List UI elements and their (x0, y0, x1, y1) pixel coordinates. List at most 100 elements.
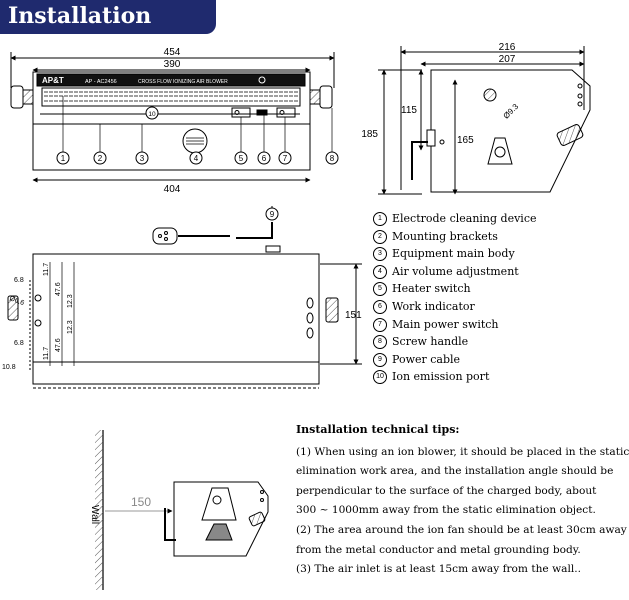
legend-item: 1 Electrode cleaning device (373, 212, 598, 230)
svg-text:5: 5 (239, 154, 244, 163)
side-view: 216 207 185 115 165 Ø9.3 (361, 42, 591, 195)
dim-hole-label: Ø9.3 (502, 102, 521, 121)
svg-text:9: 9 (270, 210, 275, 219)
tip-line: perpendicular to the surface of the char… (296, 484, 597, 497)
dim-6-8-top: 6.8 (14, 277, 24, 284)
legend-number: 5 (373, 282, 387, 297)
screw-handle-right-icon (319, 85, 333, 109)
legend-number: 1 (373, 212, 387, 226)
dim-454-label: 454 (164, 47, 181, 58)
dim-404-label: 404 (164, 184, 181, 195)
legend-item: 8 Screw handle (373, 335, 598, 353)
callout-2: 2 (93, 151, 107, 165)
ion-emission-grill (41, 87, 301, 107)
callout-10: 10 (145, 106, 159, 120)
svg-text:3: 3 (140, 154, 145, 163)
top-view: 9 151 (7, 206, 362, 389)
legend-label: Heater switch (392, 282, 471, 296)
callout-9: 9 (265, 207, 279, 221)
tip-line: (3) The air inlet is at least 15cm away … (296, 563, 581, 576)
work-indicator-icon (256, 109, 268, 116)
svg-text:8: 8 (330, 154, 335, 163)
legend-number: 9 (373, 352, 387, 367)
dim-207-label: 207 (499, 54, 516, 65)
legend-item: 7 Main power switch (373, 317, 598, 336)
legend-label: Main power switch (392, 317, 499, 331)
callout-7: 7 (278, 151, 292, 165)
installation-tips: Installation technical tips: (1) When us… (296, 420, 629, 580)
dim-11-7-bottom: 11.7 (43, 347, 50, 360)
legend-label: Ion emission port (392, 370, 490, 384)
legend-label: Equipment main body (392, 247, 515, 261)
top-view-dimension-labels: 6.8 Ø6.6 6.8 11.7 47.6 12.3 12.3 47.6 11… (2, 263, 74, 371)
power-switch-icon (276, 107, 296, 118)
callout-1: 1 (56, 151, 70, 165)
legend-label: Electrode cleaning device (392, 212, 537, 225)
dim-216-label: 216 (499, 42, 516, 53)
callout-6: 6 (257, 151, 271, 165)
legend-item: 4 Air volume adjustment (373, 264, 598, 283)
dim-6-8-bottom: 6.8 (14, 340, 24, 347)
dim-12-3-bottom: 12.3 (67, 320, 74, 334)
callout-4: 4 (189, 151, 203, 165)
dim-hole-top: Ø6.6 (8, 295, 25, 307)
legend-number: 2 (373, 229, 387, 244)
dim-10-8: 10.8 (2, 364, 16, 371)
dim-11-7-top: 11.7 (43, 263, 50, 276)
legend-label: Screw handle (392, 335, 469, 349)
callout-3: 3 (135, 151, 149, 165)
main-body-outline (32, 123, 311, 171)
dim-390-label: 390 (164, 59, 181, 70)
brand-strip (36, 73, 306, 87)
tip-line: (1) When using an ion blower, it should … (296, 445, 629, 458)
callout-5: 5 (234, 151, 248, 165)
wall-label: Wall (89, 505, 100, 524)
legend-item: 5 Heater switch (373, 282, 598, 300)
hole-icon (483, 88, 497, 102)
tip-line: 300 ~ 1000mm away from the static elimin… (296, 504, 596, 517)
dim-151-label: 151 (345, 310, 362, 321)
dim-115-label: 115 (401, 105, 417, 116)
tips-title: Installation technical tips: (296, 423, 460, 436)
dim-185-label: 185 (361, 129, 378, 140)
tip-line: from the metal conductor and metal groun… (296, 543, 581, 556)
legend-number: 10 (373, 370, 387, 385)
header-banner: Installation (0, 0, 216, 34)
callout-8: 8 (325, 151, 339, 165)
legend-label: Power cable (392, 352, 461, 366)
svg-text:7: 7 (283, 154, 288, 163)
top-screw-handle-right-icon (325, 297, 339, 323)
legend-item: 2 Mounting brackets (373, 229, 598, 248)
side-screw-handle-icon (556, 124, 584, 146)
legend-number: 3 (373, 247, 387, 262)
legend-item: 3 Equipment main body (373, 247, 598, 265)
legend-number: 7 (373, 317, 387, 332)
dim-47-6-top: 47.6 (55, 282, 62, 296)
bracket-right (309, 89, 321, 105)
legend-item: 10 Ion emission port (373, 370, 598, 388)
wall-distance-label: 150 (131, 495, 151, 509)
legend-label: Air volume adjustment (392, 264, 519, 278)
tip-line: elimination work area, and the installat… (296, 465, 614, 478)
legend-label: Work indicator (392, 299, 475, 313)
wall-view: 150 Wall (89, 430, 269, 590)
top-body (32, 253, 320, 363)
power-plug-icon (152, 227, 178, 245)
top-body-lower (32, 361, 320, 385)
page-title: Installation (8, 3, 152, 29)
legend-number: 4 (373, 264, 387, 279)
bracket-left (22, 89, 34, 105)
wall-unit-profile (173, 481, 269, 557)
legend-label: Mounting brackets (392, 229, 498, 243)
parts-legend: 1 Electrode cleaning device 2 Mounting bra… (373, 212, 598, 388)
svg-text:2: 2 (98, 154, 103, 163)
indicator-icon (258, 76, 266, 84)
side-housing (430, 69, 591, 193)
model-text: AP - AC2456 (85, 79, 117, 85)
front-view: 454 390 AP&T AP - AC2456 CROSS FLOW IONI… (10, 47, 339, 195)
legend-item: 9 Power cable (373, 352, 598, 371)
product-name-text: CROSS FLOW IONIZING AIR BLOWER (138, 79, 228, 85)
legend-number: 8 (373, 335, 387, 350)
top-screw-handle-left-icon (7, 295, 19, 321)
